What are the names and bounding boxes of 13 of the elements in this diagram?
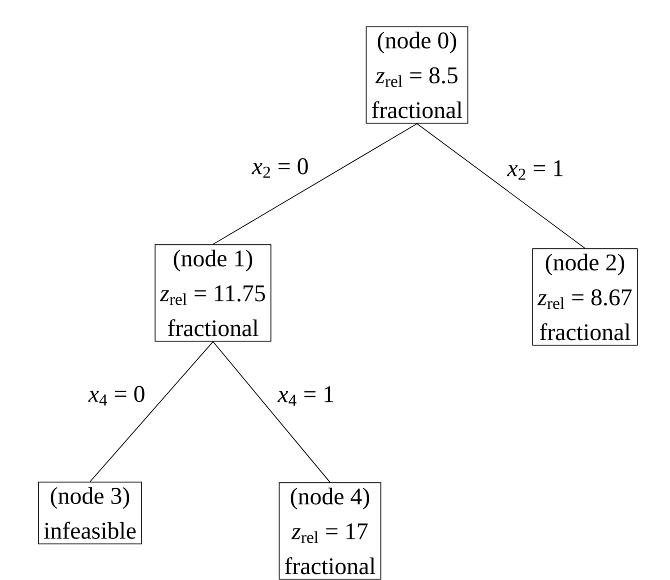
edge-label: x$_{2}$ = 0 [252,158,308,178]
node-box: (node 1) z$_{rel}$ = 11.75 fractional [154,244,272,342]
edge-label: x$_{4}$ = 1 [277,386,334,406]
edge-label: x$_{2}$ = 1 [506,160,563,180]
node-box: (node 3) infeasible [38,482,142,544]
branch-line [416,123,586,249]
edge-label: x$_{4}$ = 0 [88,386,144,406]
node-box: (node 2) z$_{rel}$ = 8.67 fractional [532,248,638,346]
branch-line [212,341,330,483]
branch-line [90,341,214,482]
node-box: (node 0) z$_{rel}$ = 8.5 fractional [366,26,468,124]
node-box: (node 4) z$_{rel}$ = 17 fractional [278,482,382,580]
branch-line [212,123,418,245]
